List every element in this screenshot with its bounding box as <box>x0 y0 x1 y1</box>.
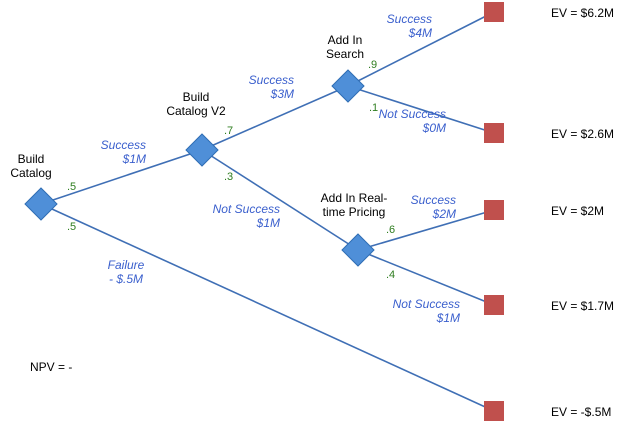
terminal-node-1 <box>484 2 504 22</box>
branch-label-pricing-success: Success $2M <box>410 193 456 221</box>
branch-label-pricing-not-success: Not Success $1M <box>392 297 460 325</box>
prob-v2-not-success: .3 <box>224 171 234 183</box>
edge-pricing-to-ev4 <box>357 249 495 306</box>
decision-nodes <box>24 69 375 267</box>
node-label-build-catalog-v2: Build Catalog V2 <box>166 90 226 118</box>
prob-bc-failure: .5 <box>67 221 77 233</box>
terminal-nodes <box>484 2 504 421</box>
decision-node-add-in-realtime-pricing <box>341 233 375 267</box>
terminal-node-4 <box>484 295 504 315</box>
node-label-build-catalog: Build Catalog <box>10 152 52 180</box>
edges <box>40 11 495 412</box>
prob-bc-success: .5 <box>67 181 77 193</box>
decision-node-build-catalog <box>24 187 58 221</box>
prob-pricing-success: .6 <box>386 224 396 236</box>
ev-label-2: EV = $2.6M <box>551 127 615 141</box>
terminal-node-2 <box>484 123 504 143</box>
terminal-node-5 <box>484 401 504 421</box>
edge-pricing-to-ev3 <box>357 209 495 251</box>
decision-node-build-catalog-v2 <box>185 133 219 167</box>
ev-label-3: EV = $2M <box>551 204 605 218</box>
edge-search-to-ev1 <box>347 11 495 87</box>
branch-label-search-not-success: Not Success $0M <box>378 107 446 135</box>
prob-search-not-success: .1 <box>369 102 379 114</box>
decision-node-add-in-search <box>331 69 365 103</box>
edge-search-to-ev2 <box>347 85 495 134</box>
edge-v2-to-search <box>201 85 349 151</box>
edge-bc-to-failure <box>40 203 495 412</box>
edge-bc-to-v2 <box>40 149 203 205</box>
node-label-add-in-realtime-pricing: Add In Real- time Pricing <box>320 191 388 219</box>
edge-v2-to-pricing <box>201 149 359 251</box>
ev-label-4: EV = $1.7M <box>551 299 615 313</box>
npv-label: NPV = - <box>30 360 73 374</box>
branch-label-v2-success: Success $3M <box>248 73 294 101</box>
prob-pricing-not-success: .4 <box>386 269 396 281</box>
branch-label-search-success: Success $4M <box>386 12 432 40</box>
branch-label-bc-success: Success $1M <box>100 138 146 166</box>
prob-search-success: .9 <box>368 59 378 71</box>
node-label-add-in-search: Add In Search <box>325 33 365 61</box>
terminal-node-3 <box>484 200 504 220</box>
prob-v2-success: .7 <box>224 125 234 137</box>
ev-label-5: EV = -$.5M <box>551 405 612 419</box>
branch-label-v2-not-success: Not Success $1M <box>212 202 280 230</box>
branch-label-bc-failure: Failure - $.5M <box>107 258 145 286</box>
ev-label-1: EV = $6.2M <box>551 6 615 20</box>
